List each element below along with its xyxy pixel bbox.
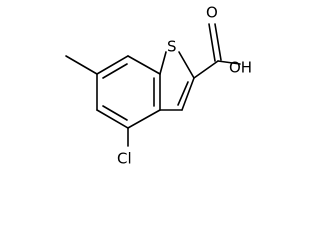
bond-c4-c3a [127, 109, 161, 129]
chlorine-label: Cl [117, 150, 132, 168]
atom-labels: S OH O Cl [117, 4, 252, 168]
carbonyl-oxygen-label: O [206, 4, 218, 22]
double-bond-inner-c2-c3 [177, 81, 189, 106]
bond-c2-c3 [181, 77, 195, 111]
double-bond-inner-c7-c6 [102, 63, 128, 79]
bond-c7a-c7 [127, 55, 161, 75]
hydroxyl-label: OH [229, 59, 252, 77]
bond-carboxyl-o-2 [214, 23, 222, 61]
bond-c2-carboxyl [193, 60, 219, 79]
bond-c7-c6 [96, 55, 129, 75]
bond-carboxyl-o-1 [208, 23, 216, 62]
bond-c6-methyl [65, 55, 98, 75]
bond-carboxyl-oh [217, 60, 241, 65]
molecule-structure: S OH O Cl [65, 4, 252, 168]
double-bond-inner-c5-c4 [102, 105, 128, 121]
bonds [65, 23, 241, 147]
bond-s-c2 [178, 51, 195, 79]
sulfur-label: S [167, 38, 177, 56]
bond-c7a-s [159, 51, 167, 75]
bond-c5-c4 [96, 109, 129, 129]
